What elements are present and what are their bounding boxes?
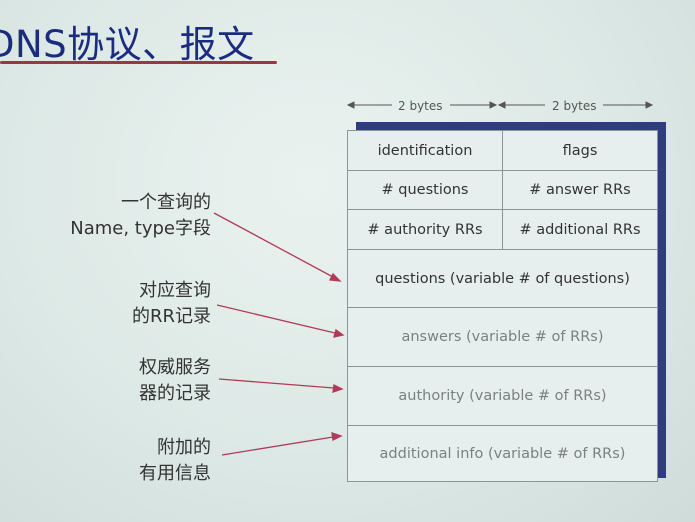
annotation-additional: 附加的 有用信息 [139,435,211,487]
field-authority-rrs: # authority RRs [367,221,483,238]
annotation-query-line2: Name, type字段 [70,218,211,239]
annotation-query: 一个查询的 Name, type字段 [70,190,211,242]
bytes-label-left: 2 bytes [398,99,443,113]
section-answers: answers (variable # of RRs) [401,329,604,345]
annotation-authority-line2: 器的记录 [139,383,211,404]
section-questions: questions (variable # of questions) [375,270,630,287]
field-identification: identification [377,142,473,159]
annotation-answer-line2: 的RR记录 [131,306,211,327]
bytes-label-right: 2 bytes [552,99,597,113]
page-title: DNS协议、报文 [0,23,255,66]
dns-message-format: identification flags # questions # answe… [347,130,658,482]
annotation-answer: 对应查询 的RR记录 [132,278,211,330]
annotation-additional-line2: 有用信息 [139,463,211,484]
annotation-authority-line1: 权威服务 [139,357,211,378]
section-authority: authority (variable # of RRs) [398,388,607,404]
field-questions-count: # questions [381,182,469,198]
annotation-query-line1: 一个查询的 [121,192,211,213]
field-additional-rrs: # additional RRs [519,221,641,238]
annotation-additional-line1: 附加的 [157,437,211,458]
title-underline [0,61,277,64]
field-flags: flags [562,142,598,159]
annotation-authority: 权威服务 器的记录 [139,355,211,407]
field-answer-rrs: # answer RRs [529,182,631,198]
section-additional: additional info (variable # of RRs) [379,445,626,462]
annotation-answer-line1: 对应查询 [139,280,211,301]
